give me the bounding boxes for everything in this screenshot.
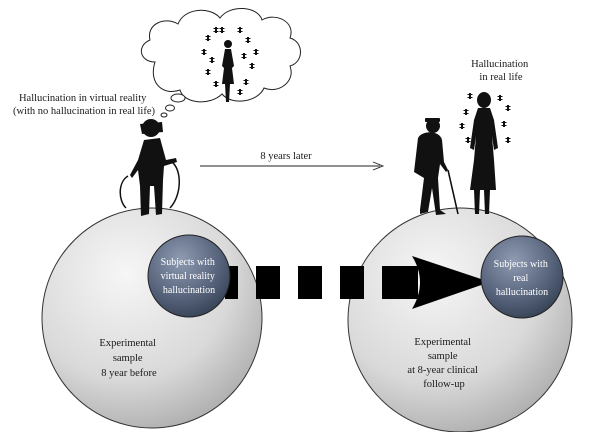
sample-after-label: Experimental sample at 8-year clinical f… bbox=[407, 337, 480, 390]
elderly-man-figure bbox=[414, 118, 459, 215]
sample-before-sphere bbox=[41, 207, 263, 429]
real-caption: Hallucination in real life bbox=[471, 59, 531, 83]
thought-cloud bbox=[140, 8, 301, 118]
time-arrow bbox=[200, 161, 385, 171]
woman-real-figure bbox=[470, 92, 498, 214]
time-arrow-label: 8 years later bbox=[260, 151, 312, 162]
dashed-arrow bbox=[225, 256, 490, 309]
real-subjects-circle bbox=[480, 235, 564, 319]
vr-subjects-circle bbox=[147, 234, 231, 318]
woman-in-cloud-figure bbox=[222, 40, 234, 102]
vr-subjects-label: Subjects with virtual reality hallucinat… bbox=[161, 257, 218, 296]
real-subjects-label: Subjects with real hallucination bbox=[494, 259, 551, 298]
vr-caption: Hallucination in virtual reality (with n… bbox=[13, 93, 155, 117]
sample-before-label: Experimental sample 8 year before bbox=[99, 338, 158, 379]
vr-user-figure bbox=[119, 119, 180, 216]
